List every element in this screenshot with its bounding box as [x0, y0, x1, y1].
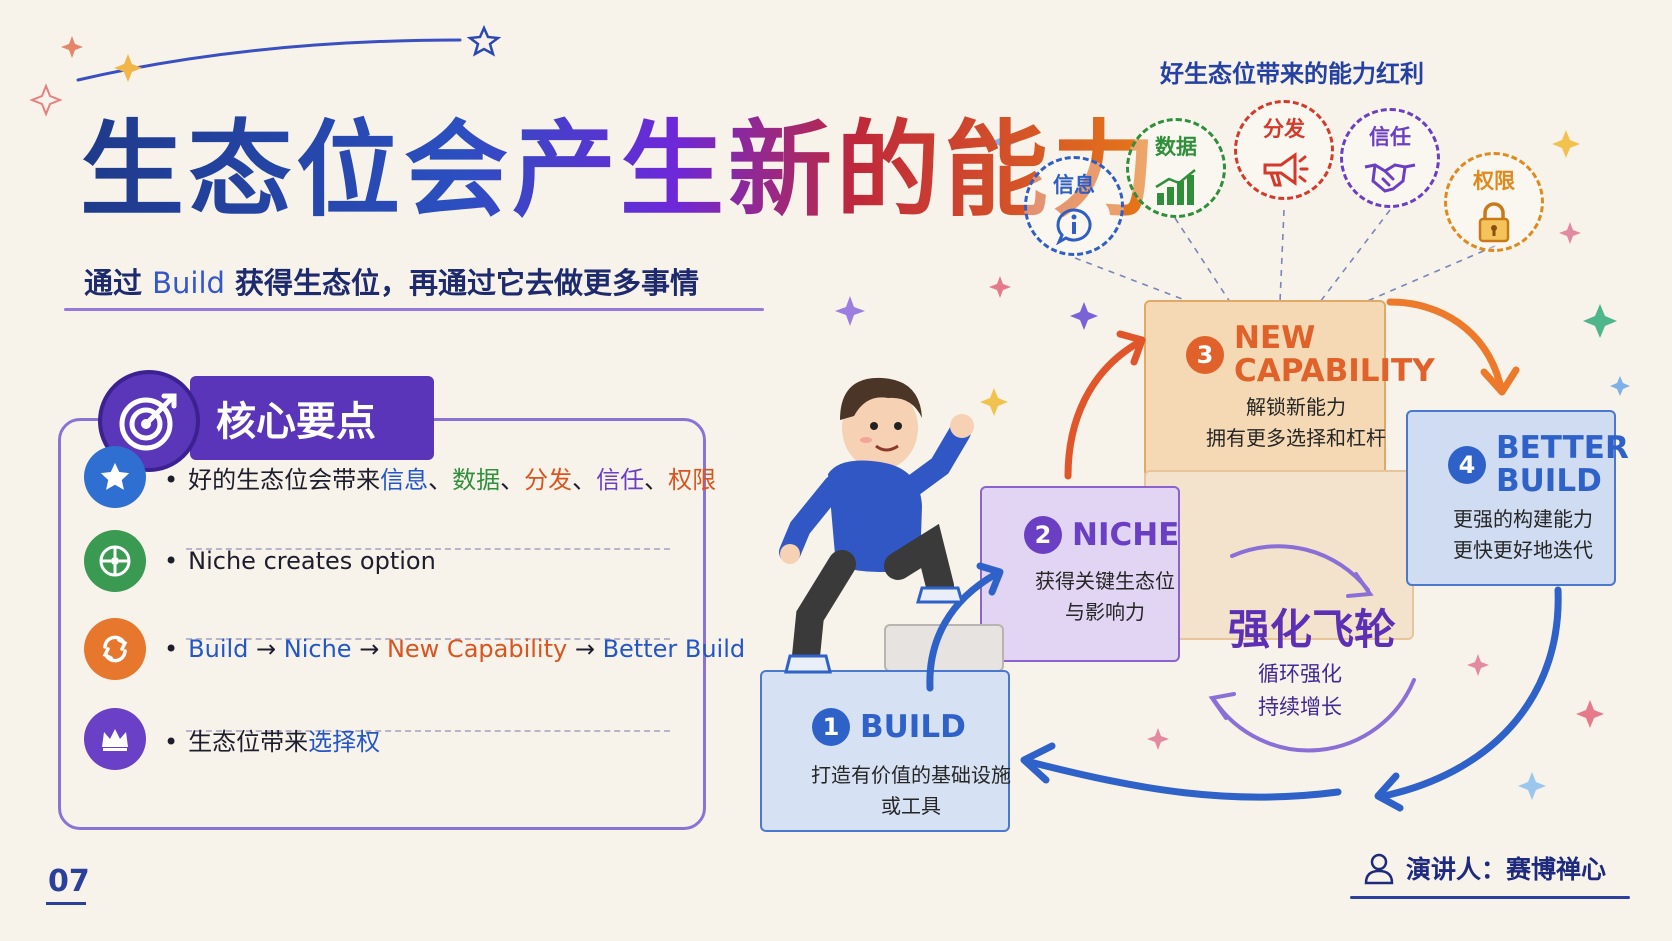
info-icon [1056, 208, 1092, 245]
benefit-info: 信息 [1024, 156, 1124, 256]
megaphone-icon [1263, 152, 1309, 187]
keypoint-item-cycle: •Build → Niche → New Capability → Better… [84, 618, 745, 680]
subtitle-suffix: 获得生态位，再通过它去做更多事情 [235, 266, 700, 300]
step-2-head: 2 NICHE [1024, 516, 1179, 554]
benefits-title: 好生态位带来的能力红利 [1160, 60, 1424, 88]
keypoints-title: 核心要点 [190, 376, 434, 460]
handshake-icon [1364, 163, 1416, 193]
subtitle-highlight: Build [152, 266, 225, 300]
flywheel-title: 强化飞轮 [1228, 605, 1397, 654]
keypoint-divider [186, 638, 670, 640]
benefit-trust: 信任 [1340, 108, 1440, 208]
keypoint-item-niche: •Niche creates option [84, 530, 684, 592]
step-4-desc: 更强的构建能力更快更好地迭代 [1453, 507, 1593, 562]
step-number: 2 [1024, 516, 1062, 554]
keypoint-item-benefits: •好的生态位会带来信息、数据、分发、信任、权限 [84, 446, 716, 508]
benefit-permission: 权限 [1444, 152, 1544, 252]
step-build-block [760, 670, 1010, 832]
step-number: 1 [812, 708, 850, 746]
page-title: 生态位会产生新的能力 [80, 109, 1161, 231]
step-better-build-block [1406, 410, 1616, 586]
step-number: 3 [1186, 335, 1224, 374]
puzzle-icon [84, 530, 146, 592]
speaker-underline [1350, 896, 1630, 899]
user-icon [1364, 853, 1394, 885]
bar-chart-icon [1155, 169, 1196, 205]
keypoint-divider [186, 730, 670, 732]
step-name: NICHE [1072, 516, 1180, 553]
crown-icon [84, 708, 146, 770]
benefit-distribution: 分发 [1234, 100, 1334, 200]
keypoint-text: •Build → Niche → New Capability → Better… [164, 635, 746, 663]
benefit-data: 数据 [1126, 118, 1226, 218]
keypoint-text: •生态位带来选择权 [164, 727, 381, 756]
flywheel-desc: 循环强化持续增长 [1258, 662, 1342, 719]
step-2-desc: 获得关键生态位与影响力 [1035, 569, 1175, 624]
lock-icon [1478, 202, 1510, 243]
star-icon [84, 446, 146, 508]
cycle-arrows-icon [84, 618, 146, 680]
subtitle-underline [64, 308, 764, 311]
keypoint-item-choice: •生态位带来选择权 [84, 708, 684, 770]
page-number: 07 [48, 864, 90, 899]
speaker-label: 演讲人： [1406, 855, 1507, 884]
keypoint-text: •Niche creates option [164, 547, 436, 575]
step-3-desc: 解锁新能力拥有更多选择和杠杆 [1206, 395, 1386, 450]
step-name: BUILD [860, 708, 966, 745]
keypoint-text: •好的生态位会带来信息、数据、分发、信任、权限 [164, 465, 717, 494]
keypoint-divider [186, 548, 670, 550]
step-1-desc: 打造有价值的基础设施或工具 [811, 763, 1011, 818]
speaker-info: 演讲人： 赛博禅心 [1362, 850, 1606, 886]
subtitle-prefix: 通过 [84, 266, 143, 300]
boy-climbing-illustration [779, 377, 974, 674]
step-niche-block [980, 486, 1180, 662]
speaker-name: 赛博禅心 [1506, 855, 1607, 884]
step-number: 4 [1448, 445, 1486, 484]
page-subtitle: 通过 Build 获得生态位，再通过它去做更多事情 [84, 260, 699, 302]
step-1-head: 1 BUILD [812, 708, 966, 746]
page-number-underline [46, 902, 86, 905]
step-new-capability-block [1144, 300, 1386, 478]
